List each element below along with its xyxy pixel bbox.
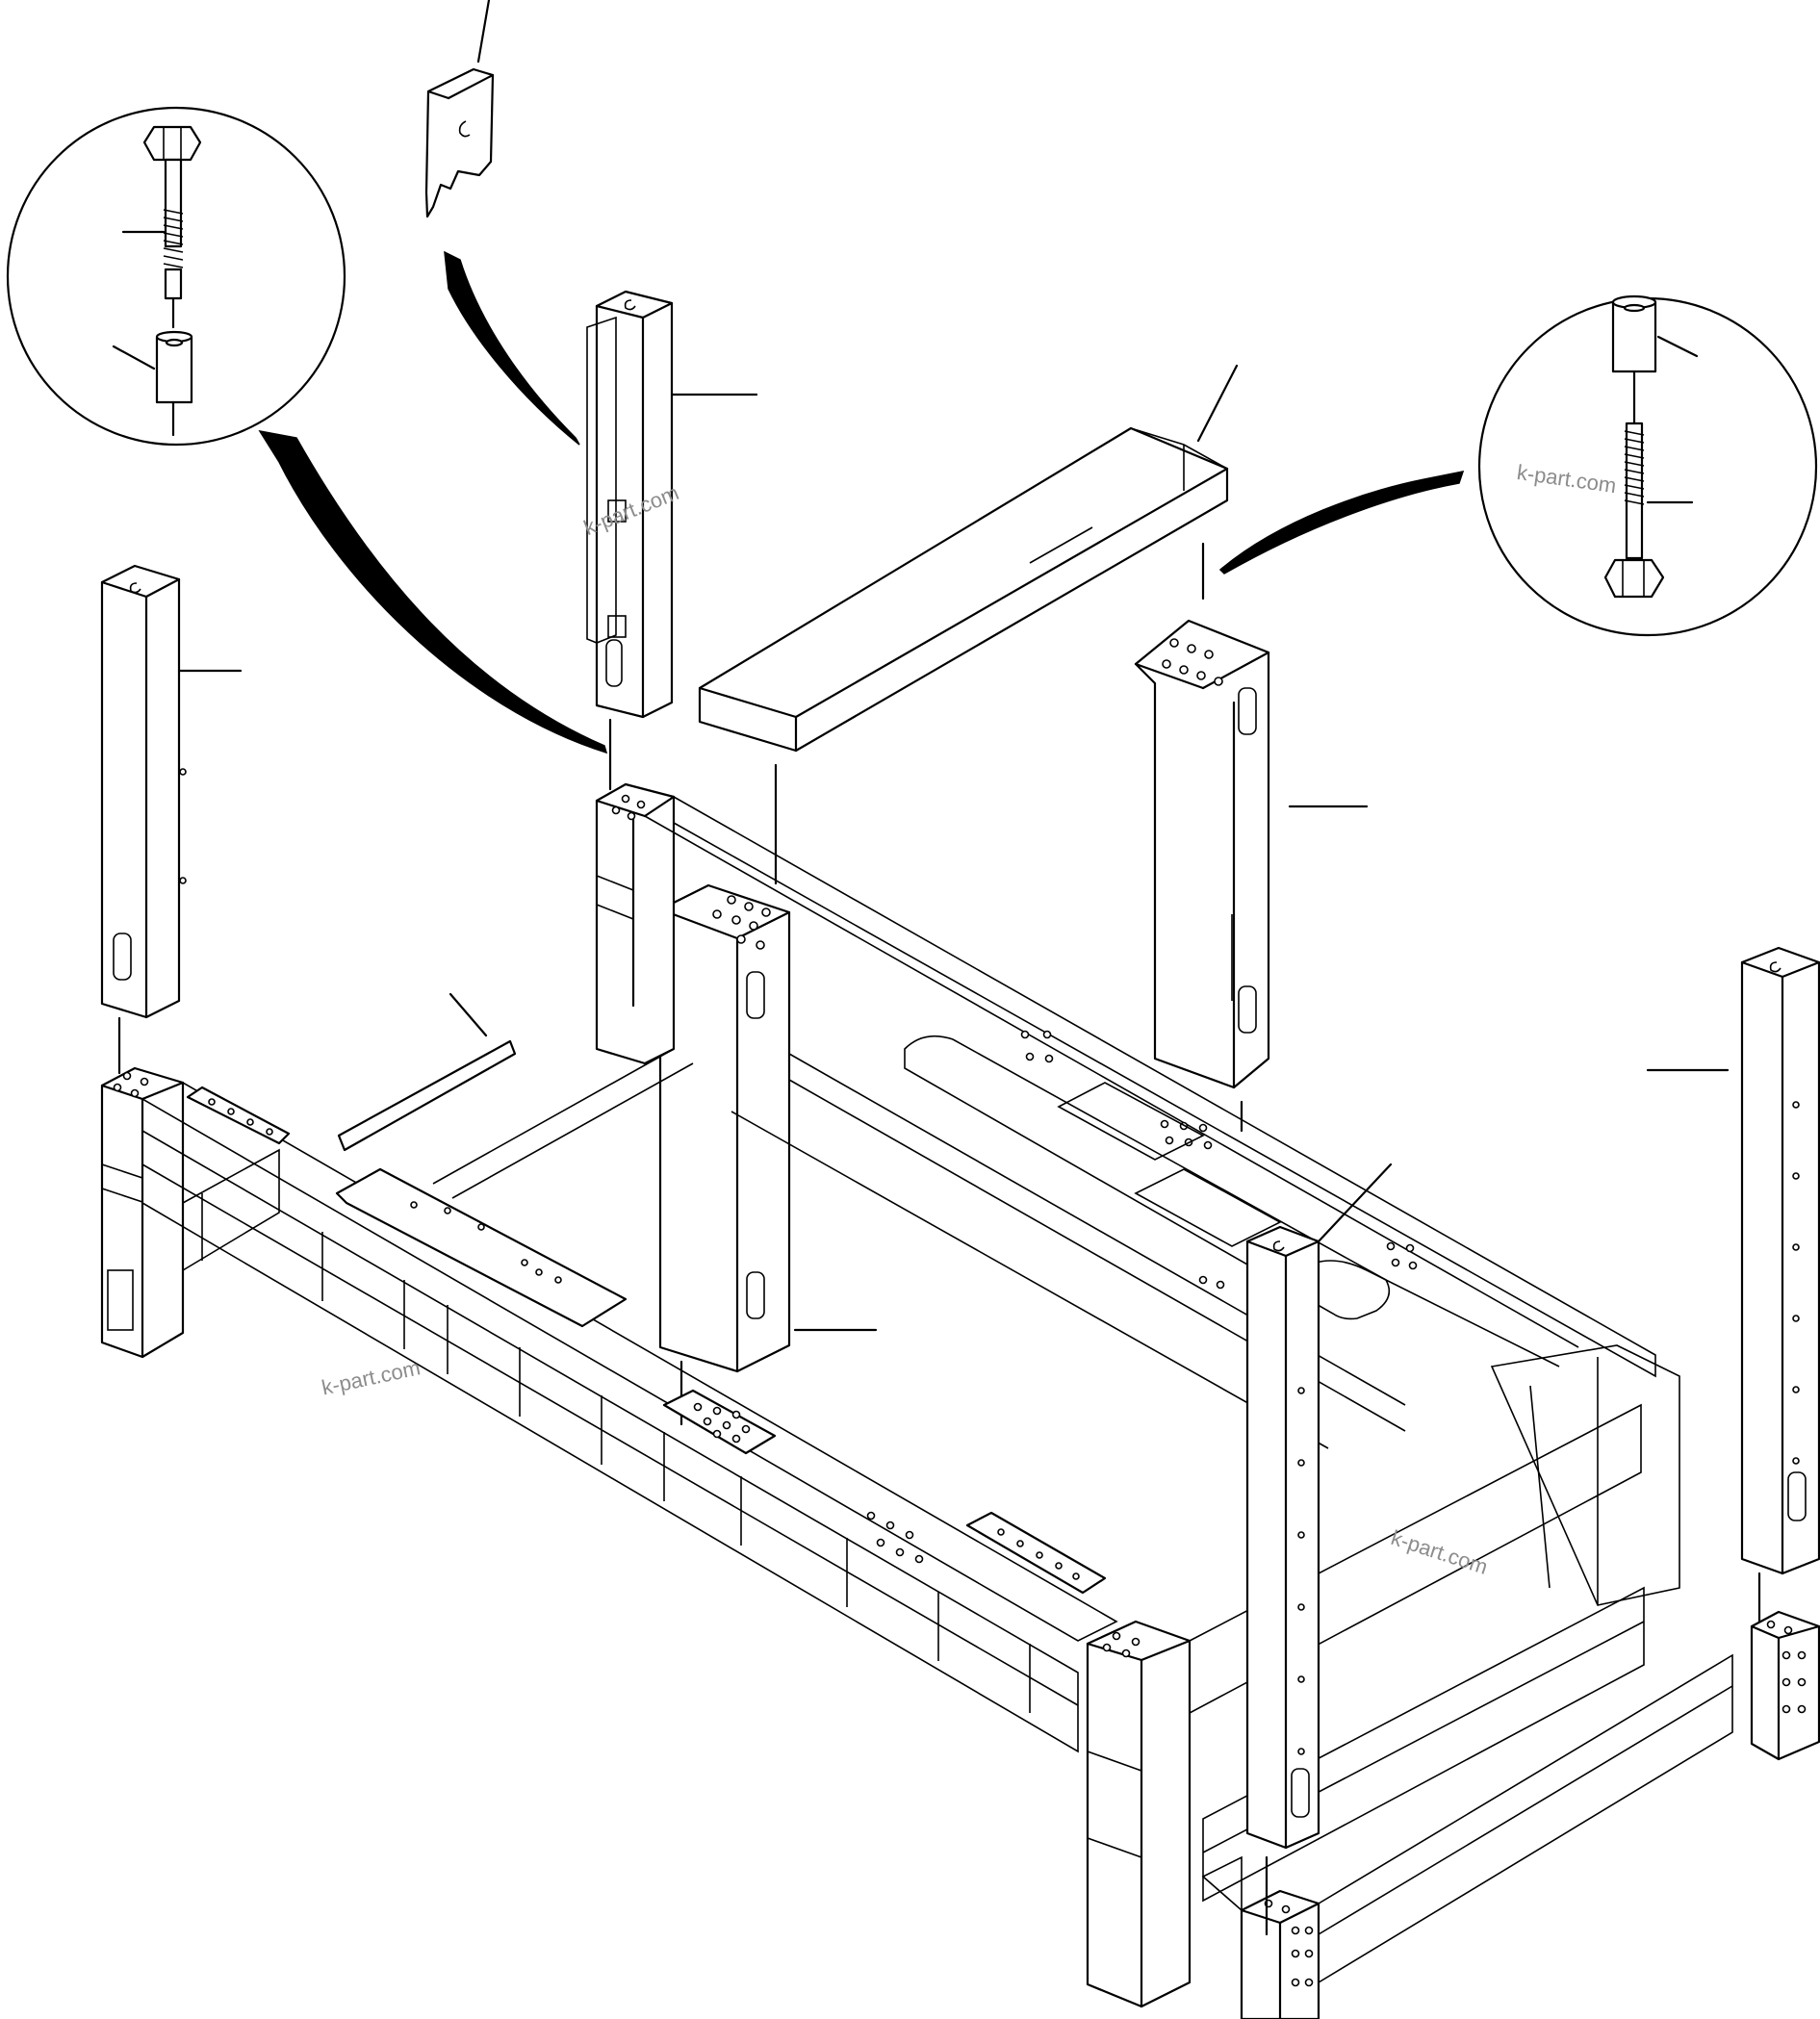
post-front-right <box>1245 1163 1393 1936</box>
arrow-beam-to-detail <box>1218 471 1465 575</box>
leader-lines <box>788 914 1233 1116</box>
post-right-middle <box>1134 619 1369 1133</box>
post-left <box>100 564 243 1075</box>
arrow-detail-to-post <box>258 429 608 754</box>
post-right <box>1646 946 1820 1628</box>
detail-circle-bolt-spacer <box>6 106 346 447</box>
post-upper-middle <box>586 290 758 791</box>
arrow-plate-to-post <box>444 250 580 446</box>
detail-circle-spacer-bolt <box>1477 294 1818 637</box>
base-frame <box>100 782 1820 2019</box>
beam-top <box>698 364 1239 885</box>
plate-part <box>424 0 495 218</box>
post-front-center <box>658 883 878 1426</box>
